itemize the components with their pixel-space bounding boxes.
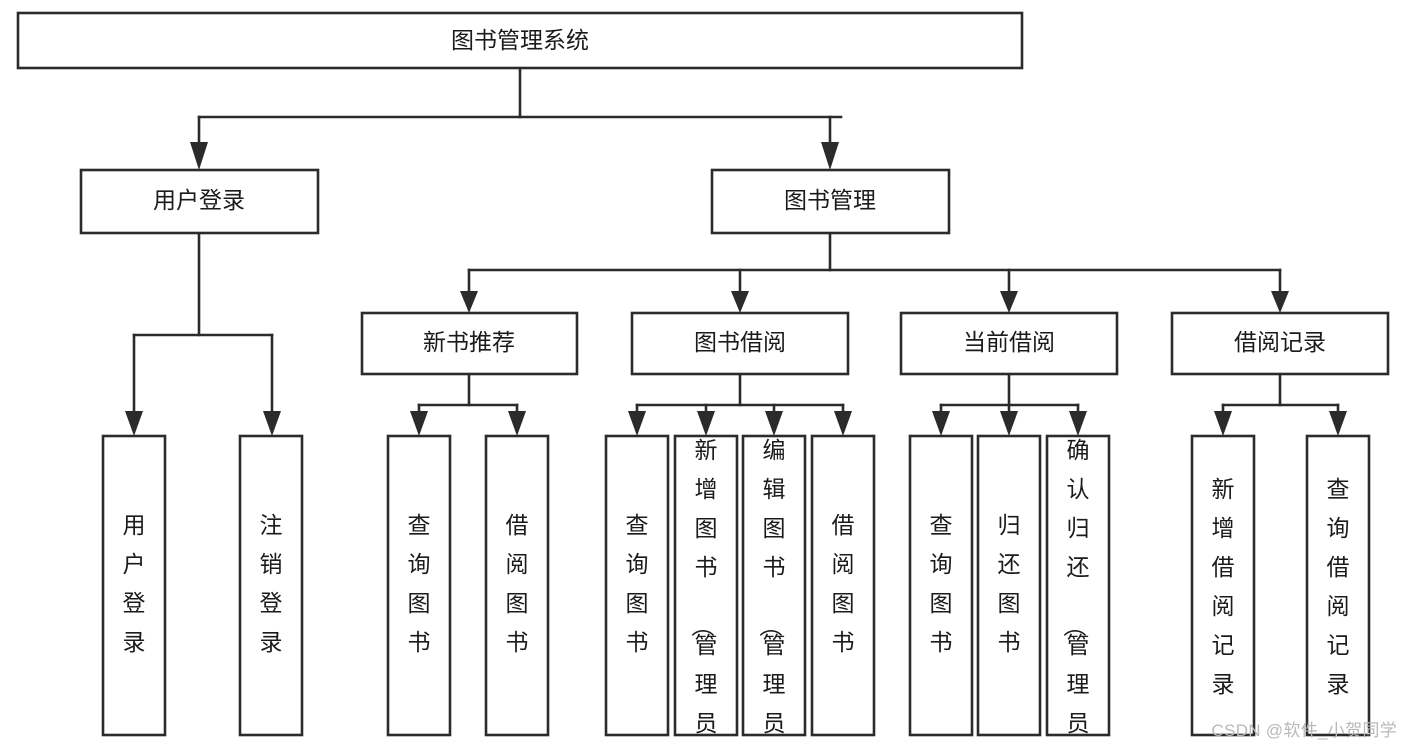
arrow-head-cb-leaf3 xyxy=(1069,411,1087,436)
node-new-book-recommend[interactable]: 新书推荐 xyxy=(360,311,579,376)
arrow-head-ul-leaf1 xyxy=(125,411,143,436)
leaf-bb-add-book-box[interactable] xyxy=(673,434,739,737)
leaf-node[interactable]: 借阅图书 xyxy=(484,434,550,737)
arrow-head-bb-leaf4 xyxy=(834,411,852,436)
arrow-head-cb-leaf1 xyxy=(932,411,950,436)
leaf-nb-query-book-label: 查询图书 xyxy=(408,512,431,655)
leaf-cb-return-book-label: 归还图书 xyxy=(998,512,1021,655)
node-new-book-recommend-label: 新书推荐 xyxy=(423,329,515,355)
connector-group-current-borrow xyxy=(932,372,1087,436)
arrow-head-br-leaf1 xyxy=(1214,411,1232,436)
leaf-cb-return-book-box[interactable] xyxy=(976,434,1042,737)
node-book-manage-label: 图书管理 xyxy=(784,187,876,213)
leaf-node[interactable]: 新增图书（管理员） xyxy=(673,434,739,747)
leaf-bb-edit-book-label: 编辑图书（管理员） xyxy=(758,437,786,747)
connector-group-root xyxy=(190,66,843,170)
leaf-nb-borrow-book-label: 借阅图书 xyxy=(506,512,529,655)
leaf-cb-confirm-return-label: 确认归还（管理员） xyxy=(1062,437,1090,747)
connector-group-user-login xyxy=(125,231,281,436)
connector-group-book-borrow xyxy=(628,372,852,436)
leaf-bb-borrow-book-label: 借阅图书 xyxy=(832,512,855,655)
arrow-head-nb-leaf1 xyxy=(410,411,428,436)
node-root[interactable]: 图书管理系统 xyxy=(16,11,1024,70)
leaf-bb-query-book-box[interactable] xyxy=(604,434,670,737)
arrow-head-cb-leaf2 xyxy=(1000,411,1018,436)
leaf-node[interactable]: 确认归还（管理员） xyxy=(1045,434,1111,747)
arrow-head-user-login xyxy=(190,142,208,170)
node-root-box[interactable] xyxy=(16,11,1024,70)
leaf-bb-edit-book-box[interactable] xyxy=(741,434,807,737)
arrow-head-borrow-record xyxy=(1271,291,1289,313)
leaf-node[interactable]: 用户登录 xyxy=(101,434,167,737)
leaf-user-login-label: 用户登录 xyxy=(123,512,146,655)
node-user-login-box[interactable] xyxy=(79,168,320,235)
connector-group-book-manage xyxy=(460,231,1289,313)
leaf-nb-borrow-book-box[interactable] xyxy=(484,434,550,737)
leaf-node[interactable]: 编辑图书（管理员） xyxy=(741,434,807,747)
leaf-node[interactable]: 查询图书 xyxy=(908,434,974,737)
leaf-node[interactable]: 借阅图书 xyxy=(810,434,876,737)
node-user-login[interactable]: 用户登录 xyxy=(79,168,320,235)
node-current-borrow-box[interactable] xyxy=(899,311,1119,376)
leaf-logout-label: 注销登录 xyxy=(260,512,283,655)
arrow-head-bb-leaf3 xyxy=(765,411,783,436)
leaf-bb-query-book-label: 查询图书 xyxy=(626,512,649,655)
node-borrow-record-label: 借阅记录 xyxy=(1234,329,1326,355)
leaf-br-add-record-box[interactable] xyxy=(1190,434,1256,737)
leaf-node[interactable]: 查询借阅记录 xyxy=(1305,434,1371,737)
leaf-node[interactable]: 注销登录 xyxy=(238,434,304,737)
leaf-br-add-record-label: 新增借阅记录 xyxy=(1212,476,1235,697)
leaf-node[interactable]: 查询图书 xyxy=(386,434,452,737)
node-user-login-label: 用户登录 xyxy=(153,187,245,213)
node-borrow-record-box[interactable] xyxy=(1170,311,1390,376)
node-current-borrow-label: 当前借阅 xyxy=(963,329,1055,355)
arrow-head-ul-leaf2 xyxy=(263,411,281,436)
arrow-head-bb-leaf1 xyxy=(628,411,646,436)
leaf-node[interactable]: 归还图书 xyxy=(976,434,1042,737)
csdn-watermark: CSDN @软件_小贺同学 xyxy=(1211,721,1397,740)
node-borrow-record[interactable]: 借阅记录 xyxy=(1170,311,1390,376)
arrow-head-current-borrow xyxy=(1000,291,1018,313)
node-new-book-recommend-box[interactable] xyxy=(360,311,579,376)
node-book-borrow-box[interactable] xyxy=(630,311,850,376)
node-book-manage-box[interactable] xyxy=(710,168,951,235)
leaf-bb-add-book-label: 新增图书（管理员） xyxy=(690,437,718,747)
node-root-label: 图书管理系统 xyxy=(451,27,589,53)
node-book-borrow-label: 图书借阅 xyxy=(694,329,786,355)
leaf-node[interactable]: 新增借阅记录 xyxy=(1190,434,1256,737)
arrow-head-bb-leaf2 xyxy=(697,411,715,436)
leaf-cb-query-book-box[interactable] xyxy=(908,434,974,737)
leaf-cb-query-book-label: 查询图书 xyxy=(930,512,953,655)
leaf-node[interactable]: 查询图书 xyxy=(604,434,670,737)
node-book-borrow[interactable]: 图书借阅 xyxy=(630,311,850,376)
leaf-logout-box[interactable] xyxy=(238,434,304,737)
leaf-bb-borrow-book-box[interactable] xyxy=(810,434,876,737)
arrow-head-br-leaf2 xyxy=(1329,411,1347,436)
node-current-borrow[interactable]: 当前借阅 xyxy=(899,311,1119,376)
node-book-manage[interactable]: 图书管理 xyxy=(710,168,951,235)
leaf-cb-confirm-return-box[interactable] xyxy=(1045,434,1111,737)
connector-group-borrow-record xyxy=(1214,372,1347,436)
arrow-head-nb-leaf2 xyxy=(508,411,526,436)
leaf-nb-query-book-box[interactable] xyxy=(386,434,452,737)
arrow-head-book-manage xyxy=(821,142,839,170)
connector-group-new-book xyxy=(410,372,526,436)
arrow-head-book-borrow xyxy=(731,291,749,313)
leaf-br-query-record-box[interactable] xyxy=(1305,434,1371,737)
leaf-user-login-box[interactable] xyxy=(101,434,167,737)
leaf-br-query-record-label: 查询借阅记录 xyxy=(1327,476,1350,697)
arrow-head-new-book xyxy=(460,291,478,313)
